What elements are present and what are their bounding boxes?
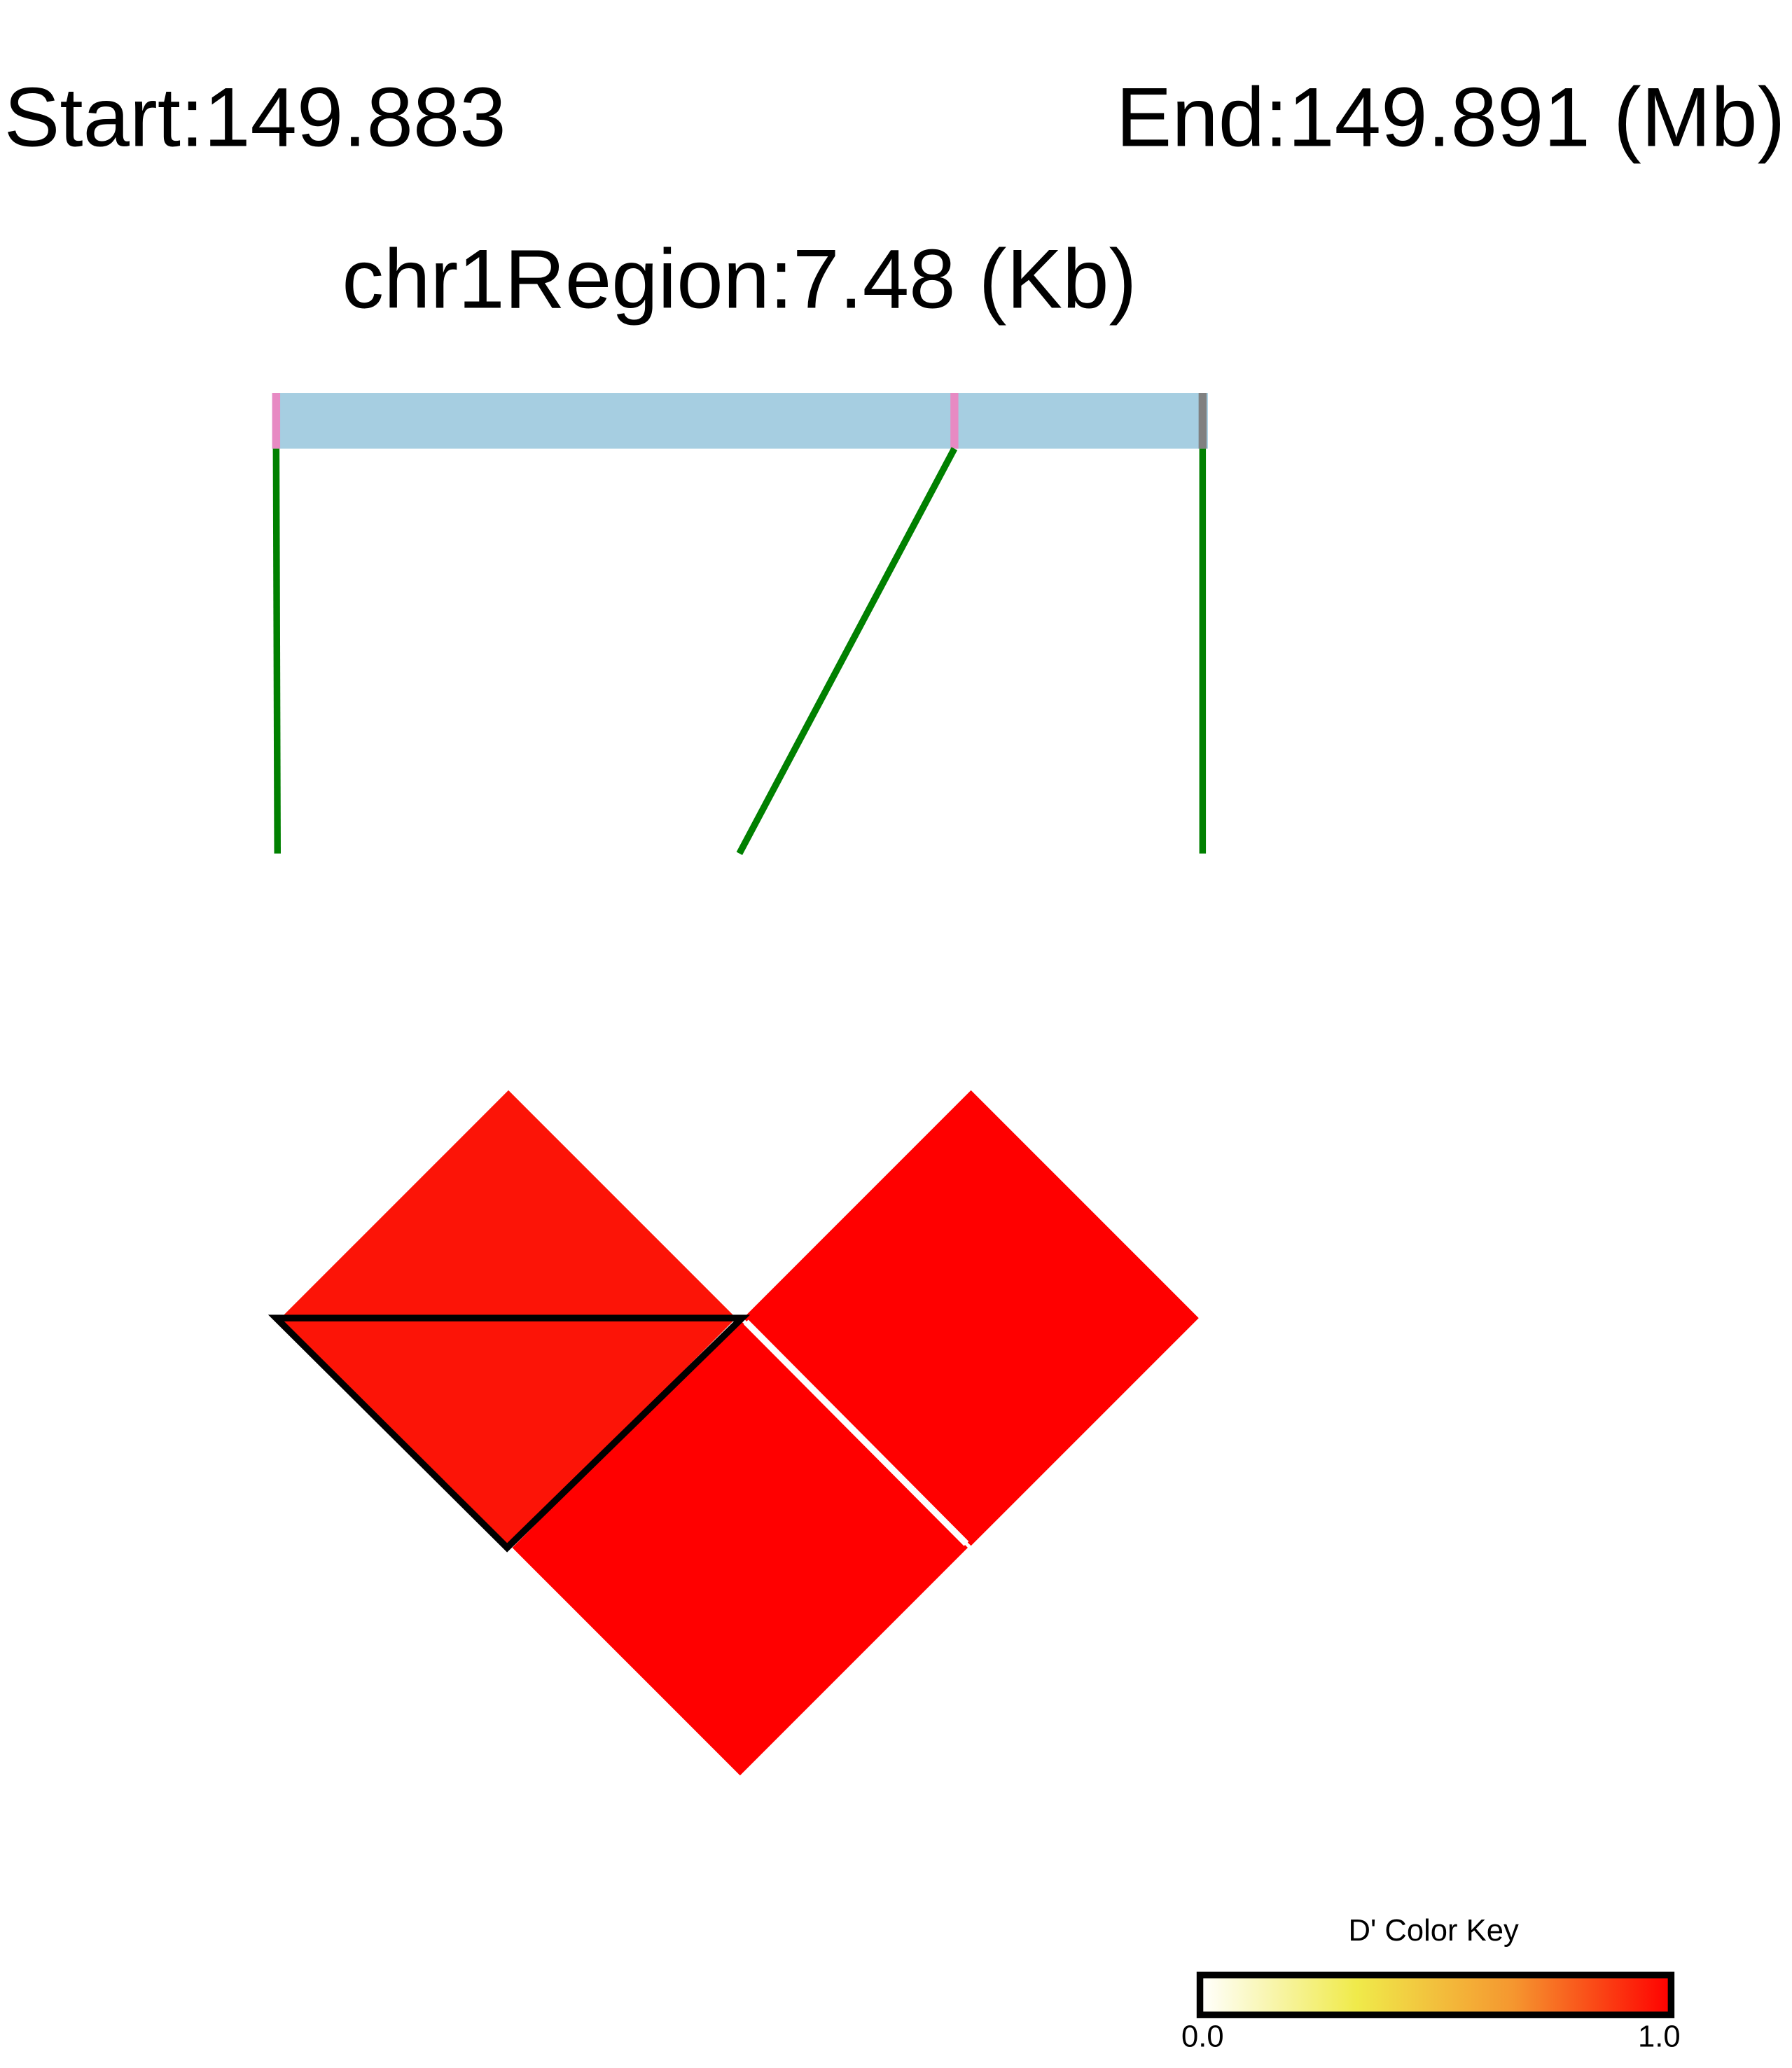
- region-label: chr1Region:7.48 (Kb): [342, 233, 1137, 326]
- ld-block-outline: [268, 1314, 751, 1553]
- snp-marker: [272, 393, 281, 449]
- snp-connector-line: [736, 447, 958, 855]
- color-key-gradient: [1196, 1971, 1675, 2018]
- snp-marker: [1198, 393, 1207, 449]
- snp-connectors: [272, 447, 1207, 855]
- cell-separator: [743, 1319, 969, 1546]
- color-key-max-label: 1.0: [1638, 2020, 1681, 2054]
- snp-connector-line: [272, 448, 281, 854]
- region-bar: [272, 393, 1208, 449]
- color-key-min-label: 0.0: [1181, 2020, 1224, 2054]
- start-label: Start:149.883: [4, 71, 506, 164]
- snp-marker: [950, 393, 959, 449]
- end-label: End:149.891 (Mb): [1116, 71, 1786, 164]
- snp-markers: [272, 393, 1207, 449]
- ld-heatmap: [277, 1086, 1203, 1779]
- color-key-title: D' Color Key: [1349, 1914, 1519, 1948]
